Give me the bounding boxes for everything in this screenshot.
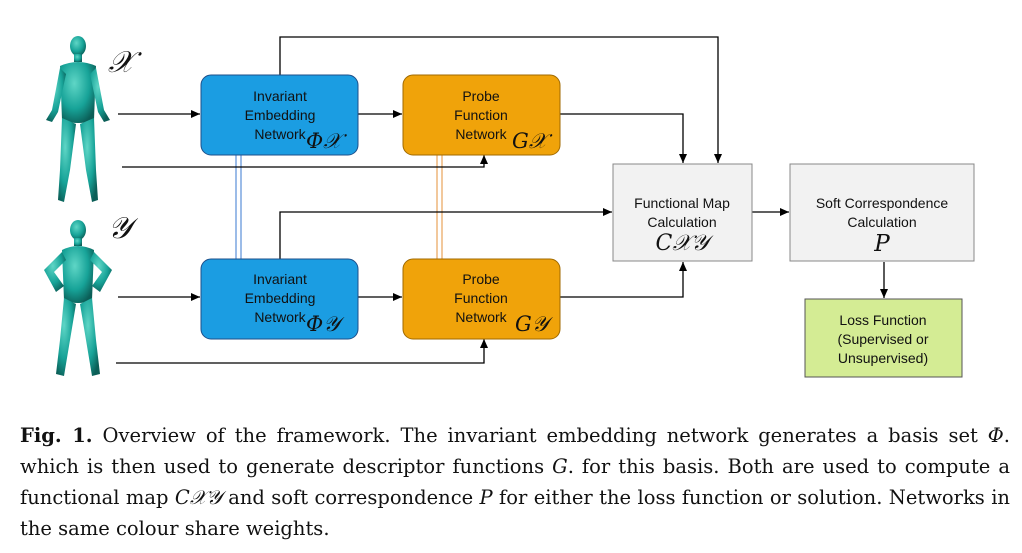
caption-text-4: and soft correspondence: [221, 486, 480, 509]
svg-text:C𝒳𝒴: C𝒳𝒴: [655, 231, 714, 256]
embedding-network-x: Invariant Embedding Network Φ𝒳: [200, 74, 359, 156]
functional-map-calculation: Functional Map Calculation C𝒳𝒴: [612, 163, 753, 262]
svg-text:Network: Network: [455, 126, 507, 142]
svg-text:Network: Network: [455, 309, 507, 325]
svg-text:Unsupervised): Unsupervised): [838, 350, 928, 366]
svg-text:Embedding: Embedding: [245, 107, 316, 123]
arrow-probex-to-fmap: [560, 113, 687, 163]
soft-correspondence-calculation: Soft Correspondence Calculation P: [789, 163, 975, 262]
caption-g: G: [552, 455, 568, 478]
svg-text:Probe: Probe: [462, 88, 500, 104]
caption-text-3: . for this basis. Both are used to compu…: [20, 455, 1010, 509]
svg-text:Φ𝒳: Φ𝒳: [306, 129, 347, 153]
arrows: [116, 36, 888, 364]
svg-text:Invariant: Invariant: [253, 271, 307, 287]
arrow-embedy-to-fmap: [279, 208, 612, 260]
svg-text:Probe: Probe: [462, 271, 500, 287]
svg-text:Calculation: Calculation: [847, 214, 916, 230]
svg-text:Embedding: Embedding: [245, 290, 316, 306]
shape-x-figure: [46, 36, 110, 202]
caption-phi: Φ: [987, 424, 1004, 447]
shape-x-label: 𝒳: [108, 45, 142, 80]
svg-text:G𝒴: G𝒴: [515, 312, 554, 336]
arrow-embedx-to-fmap: [279, 36, 722, 163]
probe-function-network-y: Probe Function Network G𝒴: [402, 258, 561, 340]
svg-text:Calculation: Calculation: [647, 214, 716, 230]
svg-text:Loss Function: Loss Function: [839, 312, 926, 328]
svg-text:G𝒳: G𝒳: [512, 129, 553, 153]
svg-text:(Supervised or: (Supervised or: [837, 331, 928, 347]
arrow-x-to-probex: [122, 155, 488, 168]
caption-text-1: Overview of the framework. The invariant…: [92, 424, 988, 447]
svg-text:Invariant: Invariant: [253, 88, 307, 104]
caption-p: P: [479, 486, 493, 509]
shape-y-figure: [44, 220, 112, 376]
caption-c: C𝒳𝒴: [174, 486, 222, 509]
arrow-probey-to-fmap: [560, 262, 687, 298]
arrow-y-to-probey: [116, 339, 488, 364]
caption-text-5: for either the loss function or solution…: [20, 486, 1010, 540]
loss-function: Loss Function (Supervised or Unsupervise…: [804, 298, 963, 378]
svg-text:Function: Function: [454, 107, 508, 123]
svg-text:Network: Network: [254, 126, 306, 142]
embedding-network-y: Invariant Embedding Network Φ𝒴: [200, 258, 359, 340]
caption-label: Fig. 1.: [20, 424, 93, 447]
svg-text:Φ𝒴: Φ𝒴: [306, 312, 345, 336]
svg-text:Soft Correspondence: Soft Correspondence: [816, 195, 949, 211]
svg-text:Functional Map: Functional Map: [634, 195, 730, 211]
svg-text:Function: Function: [454, 290, 508, 306]
shared-weight-link-embed: [235, 155, 242, 260]
svg-text:Network: Network: [254, 309, 306, 325]
svg-text:P: P: [873, 231, 890, 257]
caption-text-2: . which is then used to generate descrip…: [20, 424, 1010, 478]
figure-caption: Fig. 1. Overview of the framework. The i…: [20, 420, 1010, 544]
shape-y-label: 𝒴: [108, 211, 139, 246]
shared-weight-link-probe: [436, 155, 443, 260]
framework-diagram: 𝒳 𝒴 Invariant Embedding: [44, 36, 975, 378]
probe-function-network-x: Probe Function Network G𝒳: [402, 74, 561, 156]
